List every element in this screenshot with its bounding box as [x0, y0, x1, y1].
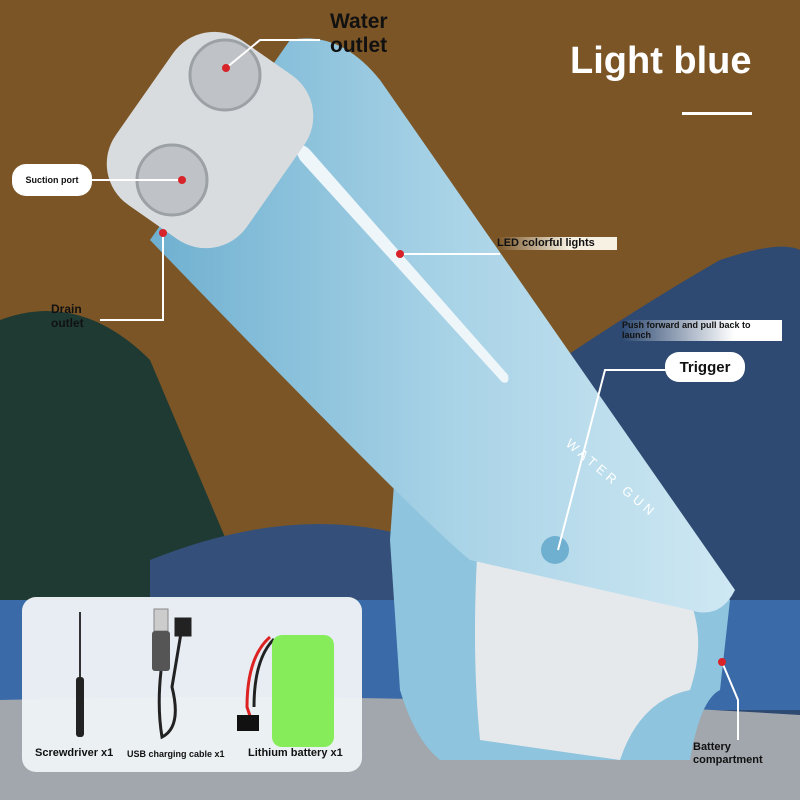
marker-dots [159, 64, 726, 666]
label-water-outlet: Water outlet [330, 10, 388, 58]
water-outlet-nozzle [188, 38, 262, 112]
label-trigger: Trigger [665, 352, 745, 382]
label-suction-port: Suction port [12, 164, 92, 196]
accessory-label-usb-cable: USB charging cable x1 [127, 749, 225, 759]
accessory-label-battery: Lithium battery x1 [248, 747, 343, 759]
trigger-button [541, 536, 569, 564]
label-led-lights: LED colorful lights [497, 237, 617, 250]
page-title: Light blue [570, 40, 752, 82]
title-underline [682, 112, 752, 115]
label-drain-outlet: Drain outlet [51, 302, 84, 330]
screwdriver-icon [76, 612, 84, 737]
led-strip [295, 145, 509, 383]
accessories-panel: Screwdriver x1 USB charging cable x1 Lit… [22, 597, 362, 772]
accessory-images [76, 608, 334, 747]
label-battery-compartment: Battery compartment [693, 741, 763, 766]
accessory-label-screwdriver: Screwdriver x1 [35, 747, 114, 759]
label-push-hint: Push forward and pull back to launch [622, 320, 782, 341]
gun-body [150, 38, 735, 613]
callout-lines [90, 39, 739, 740]
usb-cable-icon [152, 608, 192, 740]
battery-icon [237, 635, 334, 747]
